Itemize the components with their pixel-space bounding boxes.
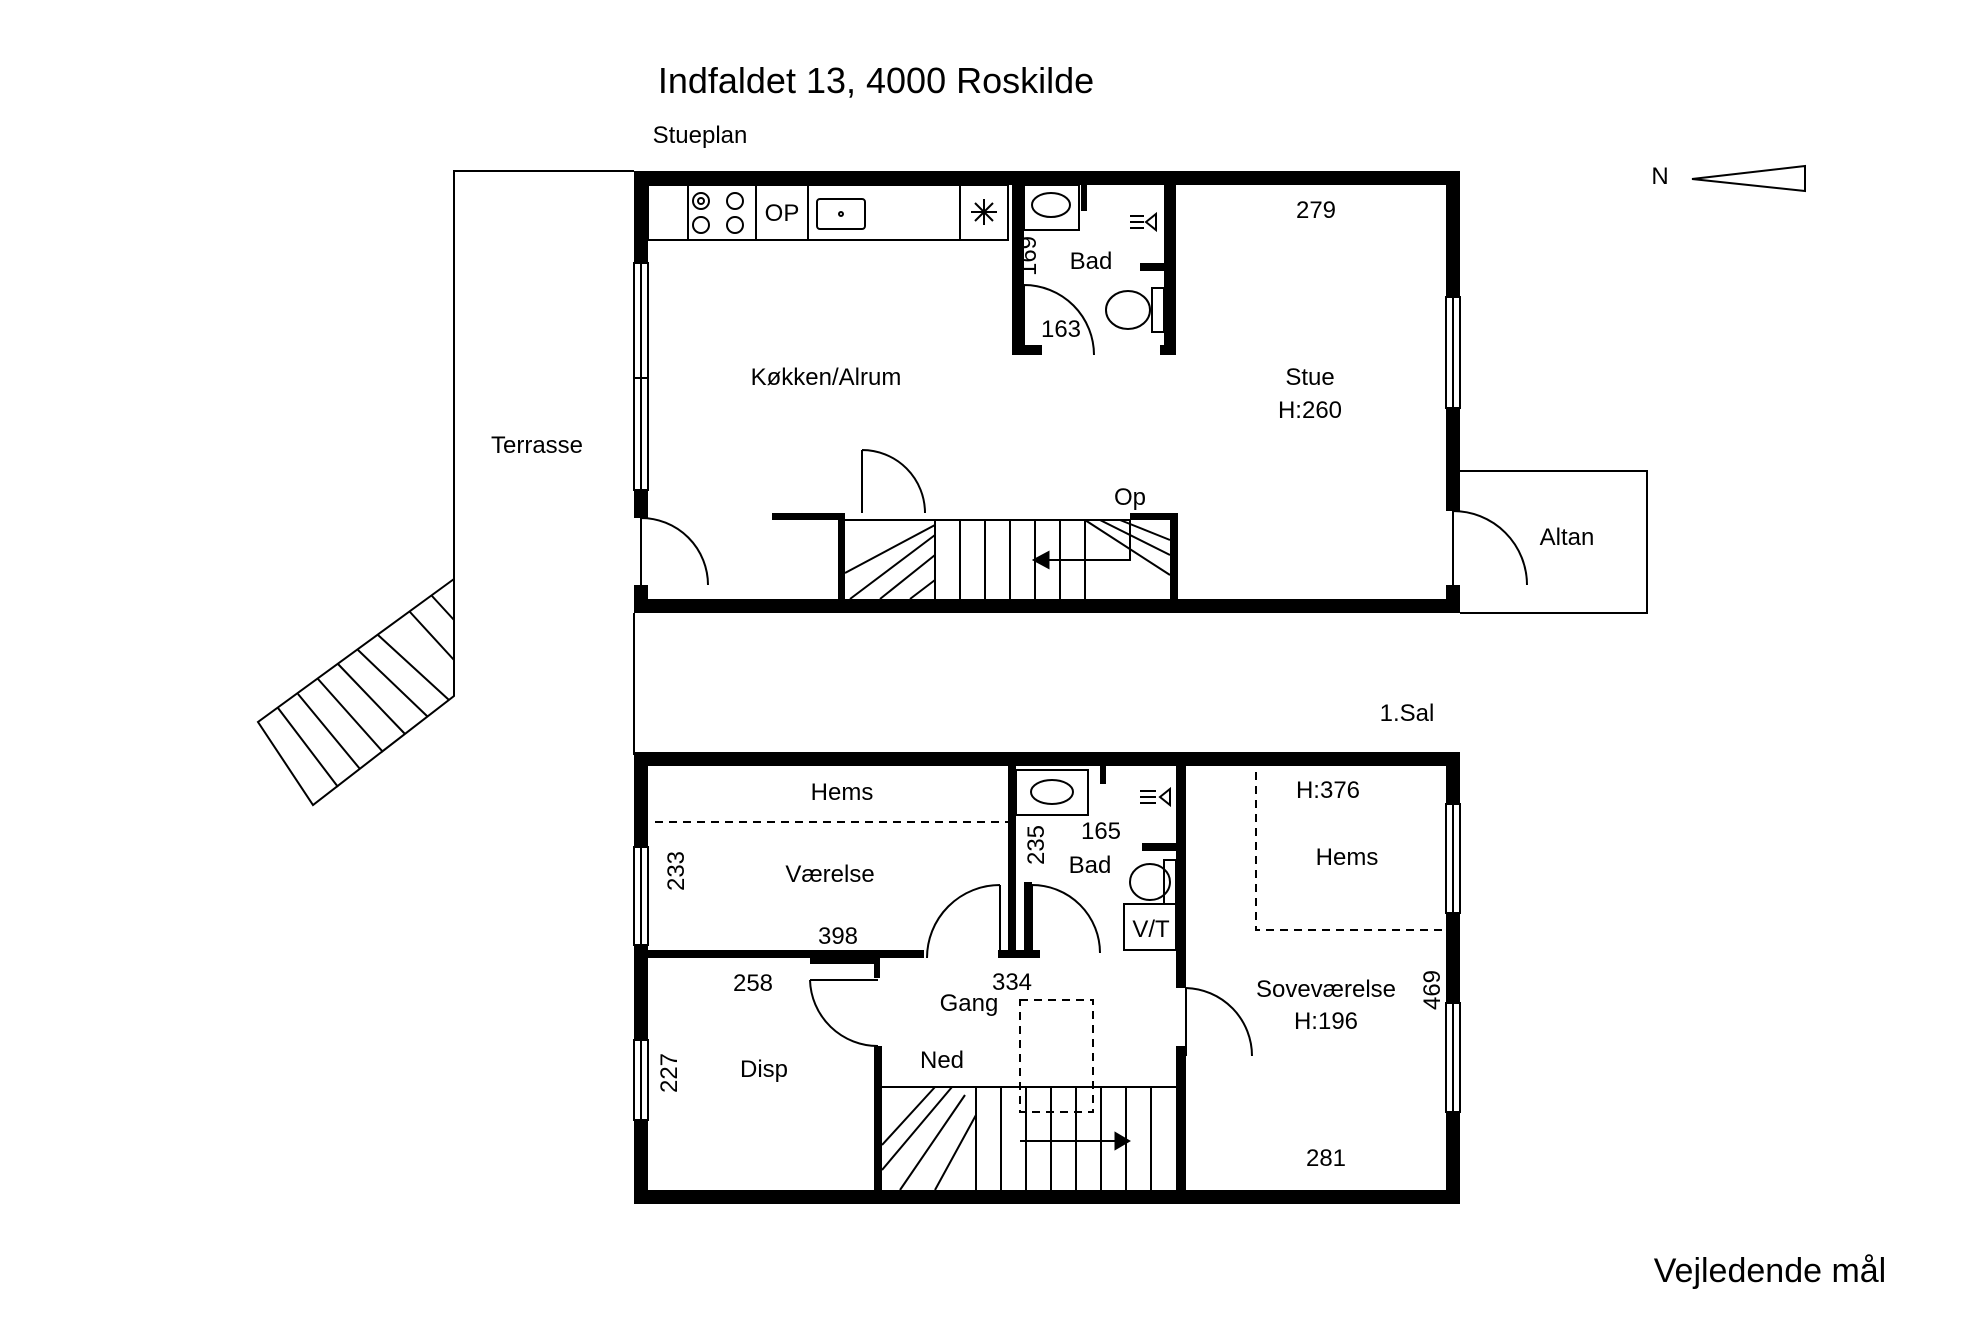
room-label-storage: Disp — [740, 1056, 788, 1083]
fan-icon — [971, 199, 997, 225]
room-label-balcony: Altan — [1540, 524, 1595, 551]
dim-storage-width: 258 — [733, 970, 773, 997]
dim-storage-depth: 227 — [656, 1053, 683, 1093]
washbasin-icon-first-floor — [1015, 769, 1089, 816]
loft-height: H:376 — [1296, 777, 1360, 804]
kitchen-counter — [647, 184, 1009, 241]
shower-icon-first-floor — [1140, 786, 1171, 808]
room-label-bedroom: Soveværelse — [1256, 976, 1396, 1003]
dim-bedroom-width: 281 — [1306, 1145, 1346, 1172]
dim-living-width: 279 — [1296, 197, 1336, 224]
stove-icon — [692, 192, 744, 234]
room-label-kitchen: Køkken/Alrum — [751, 364, 902, 391]
disclaimer-note: Vejledende mål — [1654, 1252, 1887, 1290]
toilet-icon — [1105, 287, 1165, 333]
dim-room-depth: 233 — [663, 851, 690, 891]
room-label-loft-right: Hems — [1316, 844, 1379, 871]
washer-dryer-box — [1123, 903, 1177, 951]
ground-floor-windows — [633, 262, 1461, 491]
stairs-up-label: Op — [1114, 484, 1146, 511]
first-floor-stairs — [881, 1086, 1176, 1191]
room-label-living: Stue — [1285, 364, 1334, 391]
dim-hall-width: 334 — [992, 969, 1032, 996]
plan-title: Indfaldet 13, 4000 Roskilde — [658, 60, 1094, 101]
first-floor-doors — [809, 884, 1253, 1057]
washer-dryer-label: V/T — [1132, 916, 1170, 943]
toilet-icon-first-floor — [1129, 859, 1177, 905]
room-label-bath: Bad — [1070, 248, 1113, 275]
dim-bath-width: 163 — [1041, 316, 1081, 343]
balcony-outline — [1460, 470, 1648, 614]
ground-floor-stairs — [844, 519, 1171, 600]
living-height: H:260 — [1278, 397, 1342, 424]
ground-floor-walls — [634, 171, 1460, 613]
room-label-terrace: Terrasse — [491, 432, 583, 459]
stairs-down-label: Ned — [920, 1047, 964, 1074]
washbasin-icon — [1023, 184, 1080, 231]
dim-bath-depth: 169 — [1015, 236, 1042, 276]
loft-dashed-lines — [655, 772, 1446, 1113]
first-floor-walls — [634, 752, 1460, 1204]
terrace-outline — [256, 170, 635, 807]
room-label-hall: Gang — [940, 990, 999, 1017]
room-label-loft-left: Hems — [811, 779, 874, 806]
room-label-room: Værelse — [785, 861, 874, 888]
first-floor-label: 1.Sal — [1380, 700, 1435, 727]
room-label-bath-first-floor: Bad — [1069, 852, 1112, 879]
ground-floor-doors — [640, 284, 1528, 586]
dim-room-width: 398 — [818, 923, 858, 950]
first-floor-windows — [633, 803, 1461, 1121]
ground-floor-label: Stueplan — [653, 122, 748, 149]
dim-bath-depth-first-floor: 235 — [1023, 825, 1050, 865]
dim-bedroom-depth: 469 — [1419, 970, 1446, 1010]
counter-label: OP — [765, 200, 800, 227]
shower-icon — [1130, 211, 1157, 233]
north-label: N — [1651, 163, 1668, 190]
dim-bath-width-first-floor: 165 — [1081, 818, 1121, 845]
north-arrow-icon: N — [1651, 163, 1806, 193]
bedroom-height: H:196 — [1294, 1008, 1358, 1035]
kitchen-sink-icon — [816, 198, 866, 230]
